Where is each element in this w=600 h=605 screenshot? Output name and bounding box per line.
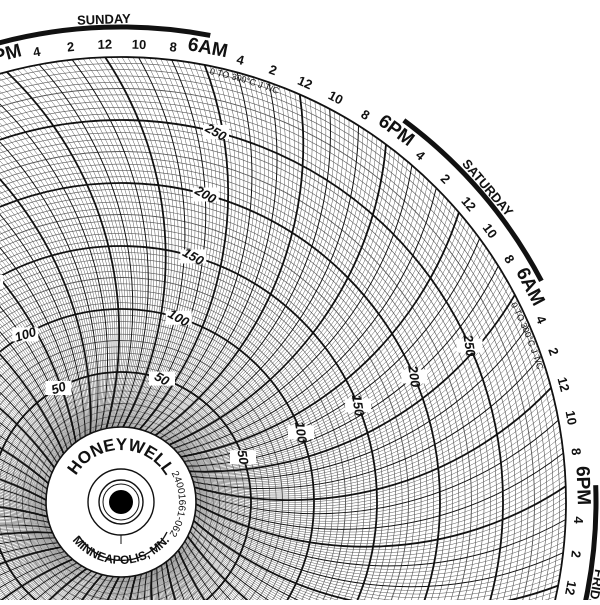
temperature-tick-label: 100 — [166, 306, 193, 330]
time-label: 8 — [568, 447, 584, 456]
time-label: 4 — [533, 313, 550, 326]
time-label: 2 — [545, 346, 562, 358]
time-label: 12 — [295, 73, 314, 93]
time-label: 8 — [169, 39, 178, 55]
time-label: 2 — [267, 62, 279, 79]
day-label: SUNDAY — [77, 11, 132, 28]
time-label: 12 — [458, 194, 479, 215]
temperature-tick-label: 100 — [13, 324, 39, 345]
time-label: 10 — [326, 87, 346, 107]
time-label: 6PM — [0, 40, 24, 70]
time-label: 12 — [562, 579, 579, 596]
time-label: 4 — [571, 516, 586, 525]
time-label: 4 — [413, 147, 429, 164]
temperature-tick-label: 200 — [192, 182, 220, 207]
daytime-arc — [582, 485, 599, 605]
time-label: 6PM — [572, 466, 594, 506]
minor-grid — [0, 56, 567, 605]
time-label: 6AM — [186, 34, 229, 62]
temperature-tick-label: 250 — [460, 333, 479, 359]
time-label: 6PM — [374, 111, 418, 151]
time-label: 12 — [554, 375, 572, 393]
range-text: 0 TO 300°C J T/C — [509, 301, 545, 372]
time-label: 10 — [131, 37, 146, 53]
time-label: 4 — [235, 52, 247, 69]
temperature-tick-label: 50 — [234, 449, 251, 466]
temperature-tick-label: 50 — [49, 378, 68, 397]
daytime-arc — [0, 24, 211, 46]
time-label: 2 — [438, 171, 454, 187]
temperature-tick-label: 200 — [405, 364, 424, 390]
hub-hole — [109, 490, 133, 514]
center-hub — [45, 426, 197, 578]
temperature-tick-label: 100 — [292, 420, 310, 445]
major-grid — [0, 56, 567, 605]
temperature-tick-label: 150 — [349, 393, 367, 418]
daytime-arcs — [0, 24, 599, 605]
time-label: 8 — [501, 252, 518, 266]
time-label: 2 — [66, 39, 75, 55]
time-label: 4 — [32, 44, 43, 60]
daytime-arc — [402, 118, 544, 283]
temperature-tick-label: 50 — [152, 369, 173, 390]
time-label: 10 — [562, 409, 579, 426]
time-label: 10 — [480, 221, 501, 242]
time-label: 12 — [97, 37, 112, 53]
time-label: 8 — [358, 106, 372, 123]
time-label: 2 — [568, 550, 584, 559]
